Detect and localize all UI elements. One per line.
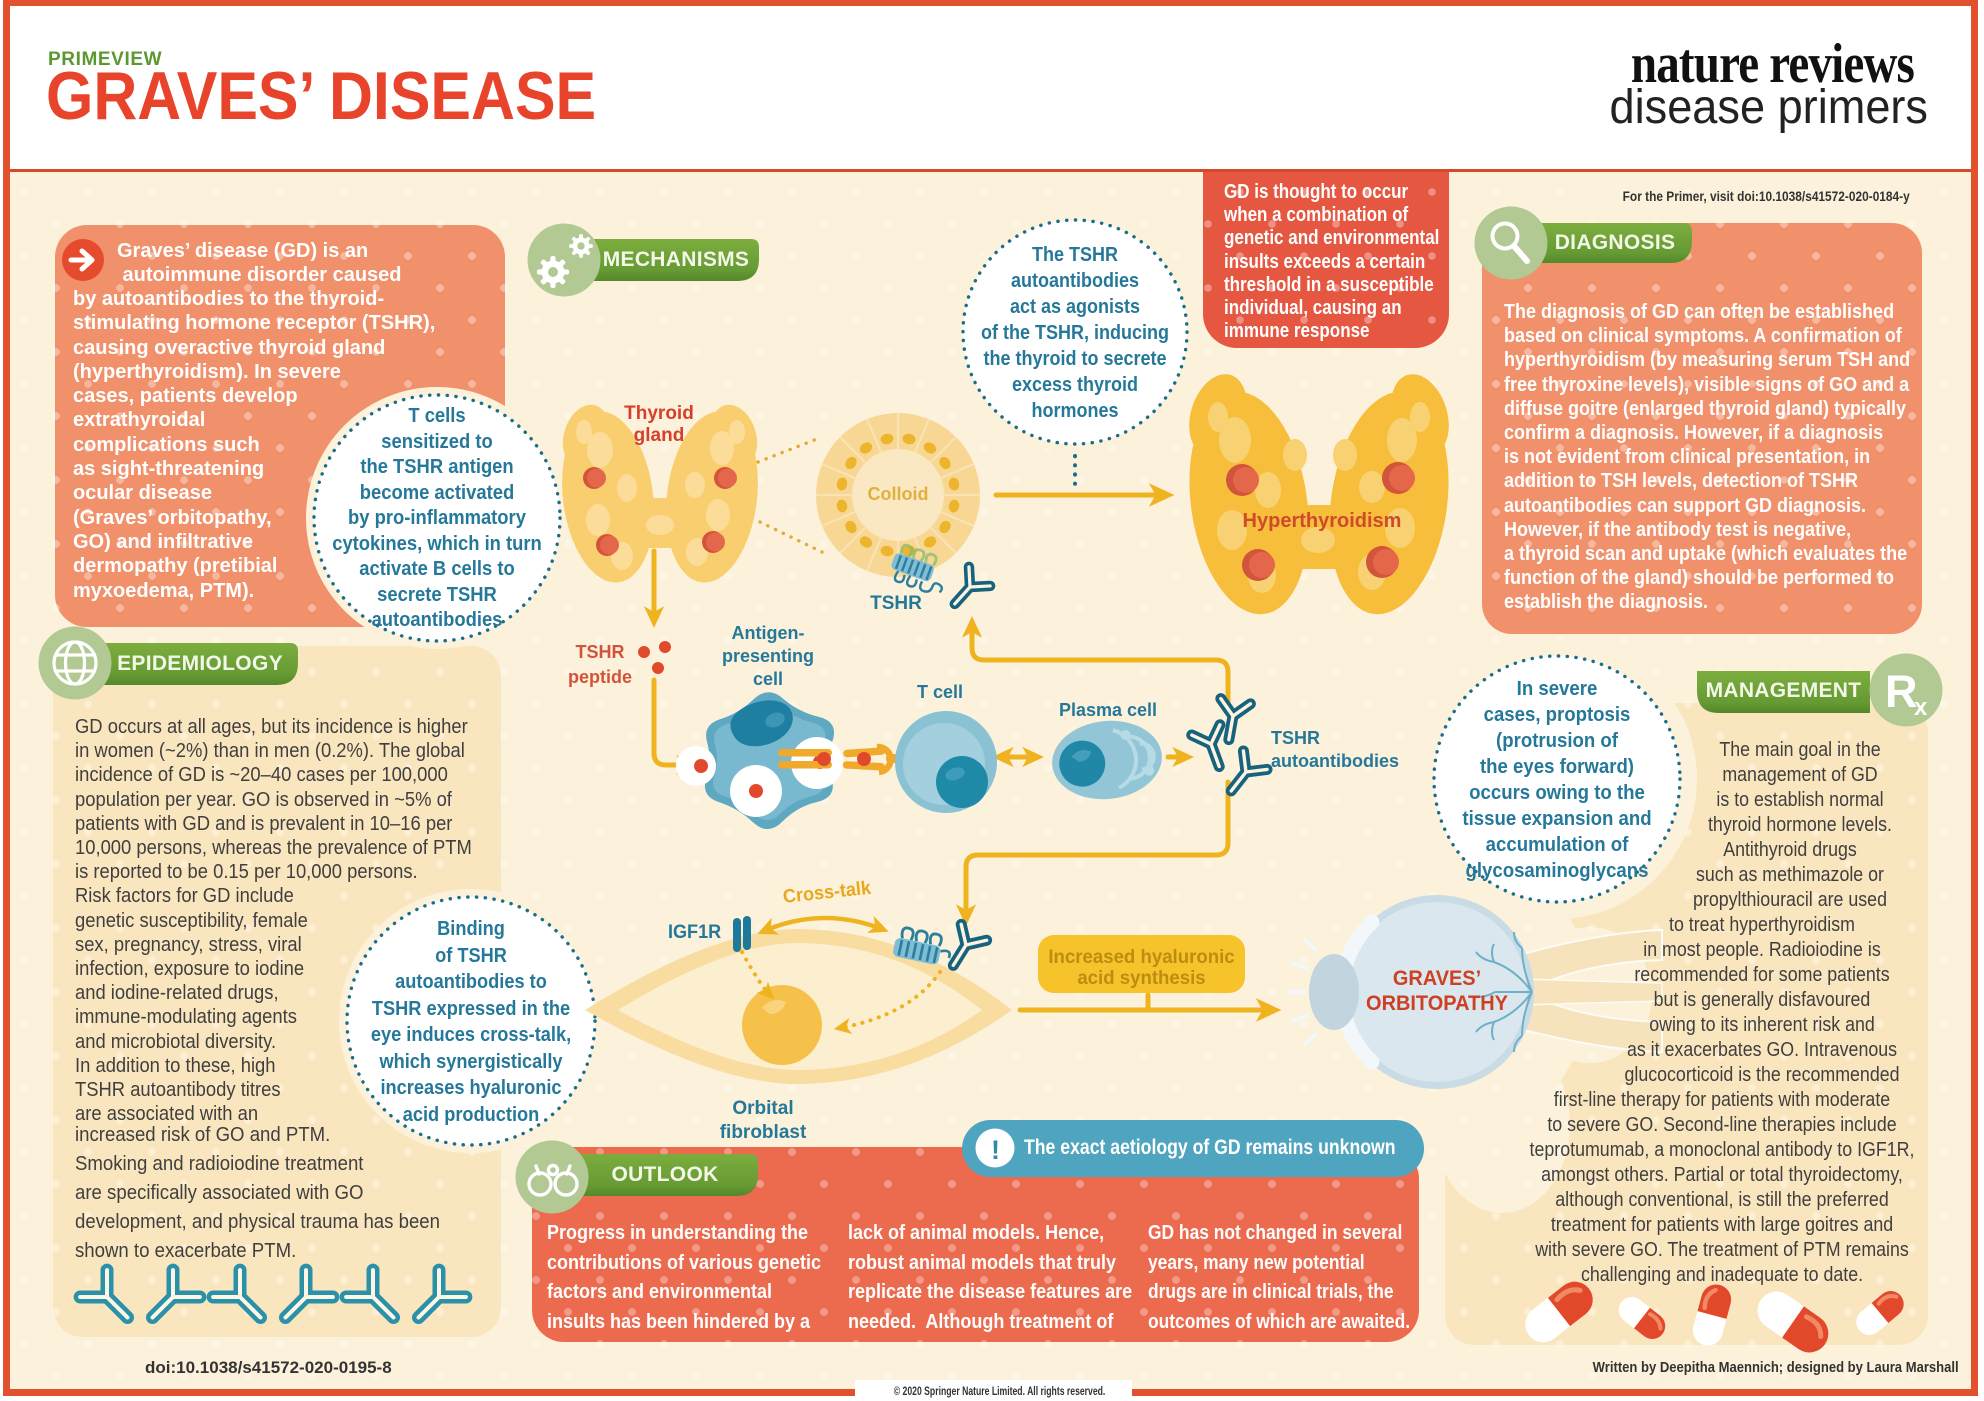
svg-text:x: x bbox=[1914, 694, 1928, 721]
svg-text:R: R bbox=[1885, 666, 1918, 717]
